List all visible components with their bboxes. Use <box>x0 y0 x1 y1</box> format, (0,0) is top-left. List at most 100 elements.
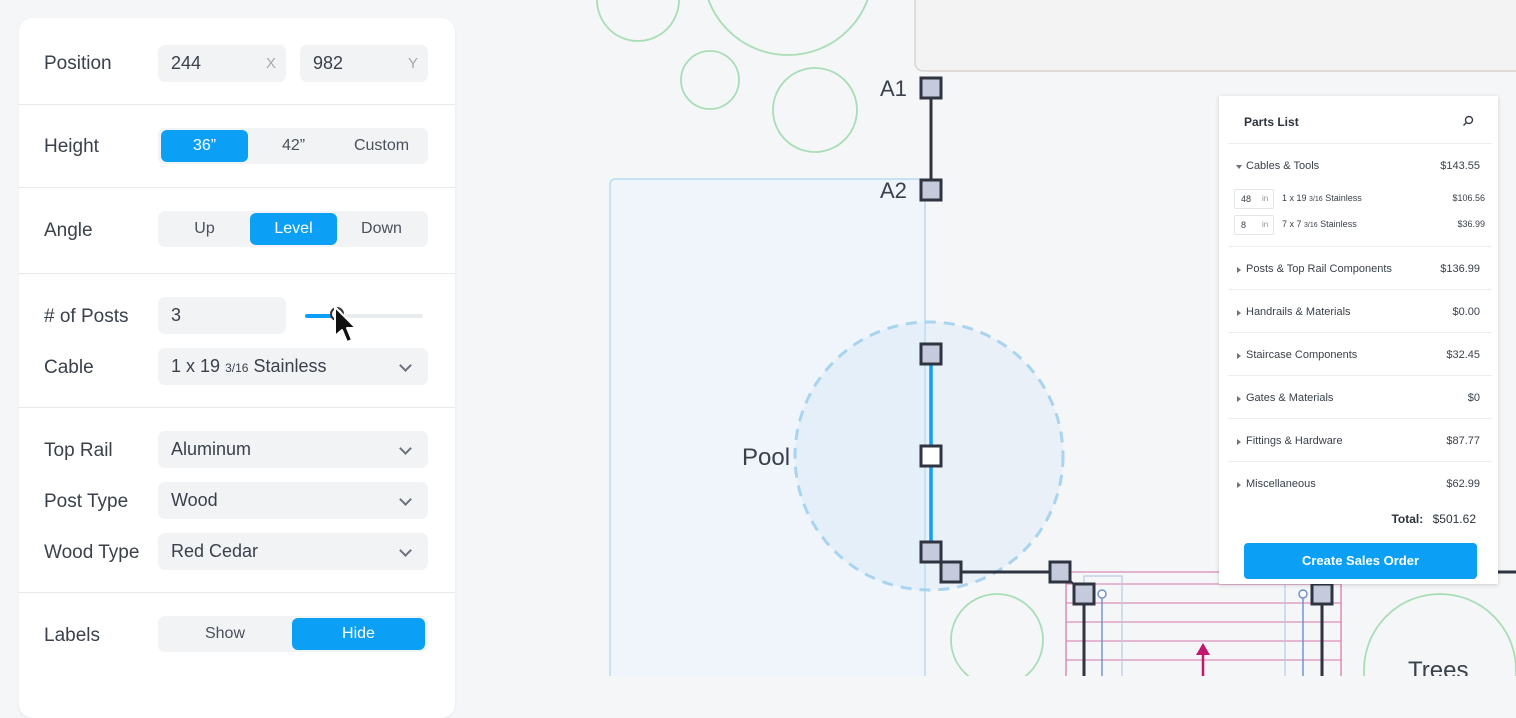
labels-option-show[interactable]: Show <box>204 625 246 642</box>
angle-option-down[interactable]: Down <box>361 220 402 237</box>
tree-shape <box>596 0 680 42</box>
chevron-down-icon <box>399 359 412 372</box>
parts-category-misc[interactable]: Miscellaneous $62.99 <box>1228 461 1492 498</box>
post-type-label: Post Type <box>44 491 129 512</box>
parts-category-staircase[interactable]: Staircase Components $32.45 <box>1228 332 1492 376</box>
post-handle[interactable] <box>919 76 943 100</box>
posts-count-input[interactable]: 3 <box>158 297 286 334</box>
position-y-value: 982 <box>313 53 344 73</box>
angle-option-up[interactable]: Up <box>194 220 215 237</box>
position-label: Position <box>44 53 112 74</box>
position-x-input[interactable]: 244 X <box>158 45 286 82</box>
posts-slider-fill <box>305 314 337 318</box>
category-price: $143.55 <box>1440 160 1480 172</box>
top-rail-select[interactable]: Aluminum <box>158 431 428 468</box>
category-price: $62.99 <box>1446 478 1480 490</box>
x-axis-label: X <box>265 55 276 72</box>
search-icon[interactable] <box>1462 115 1474 127</box>
parts-category-posts-top-rail[interactable]: Posts & Top Rail Components $136.99 <box>1228 246 1492 290</box>
expand-caret-icon <box>1237 439 1241 445</box>
expand-caret-icon <box>1237 267 1241 273</box>
total-value: $501.62 <box>1432 512 1476 526</box>
height-section: Height 36” 42” Custom <box>19 105 455 188</box>
cable-value-frac: 3/16 <box>225 361 249 375</box>
cable-select[interactable]: 1 x 19 3/16 Stainless <box>158 348 428 385</box>
stair-direction-arrow <box>1196 643 1210 676</box>
expand-caret-icon <box>1237 353 1241 359</box>
category-name: Fittings & Hardware <box>1246 435 1343 447</box>
post-handle[interactable] <box>1072 582 1096 606</box>
parts-total: Total: $501.62 <box>1391 512 1476 526</box>
pool-label: Pool <box>742 444 790 471</box>
parts-category-gates[interactable]: Gates & Materials $0 <box>1228 375 1492 419</box>
post-type-select[interactable]: Wood <box>158 482 428 519</box>
height-option-42[interactable]: 42” <box>281 137 306 154</box>
materials-section: Top Rail Aluminum Post Type Wood Wood Ty… <box>19 408 455 593</box>
angle-option-level[interactable]: Level <box>250 213 337 245</box>
parts-list-panel: Parts List Cables & Tools $143.55 48 in … <box>1219 96 1498 584</box>
create-sales-order-button[interactable]: Create Sales Order <box>1244 543 1477 579</box>
parts-list-scroll[interactable]: Parts List Cables & Tools $143.55 48 in … <box>1228 100 1492 498</box>
position-x-value: 244 <box>171 53 202 73</box>
category-price: $0.00 <box>1452 306 1480 318</box>
expand-caret-icon <box>1236 165 1242 169</box>
height-option-custom[interactable]: Custom <box>353 137 410 154</box>
height-option-36[interactable]: 36” <box>161 130 248 162</box>
cable-item-price: $106.56 <box>1452 193 1485 203</box>
expand-caret-icon <box>1237 310 1241 316</box>
chevron-down-icon <box>399 544 412 557</box>
parts-list-title: Parts List <box>1244 115 1299 129</box>
total-label: Total: <box>1391 512 1424 526</box>
trees-label: Trees <box>1408 657 1468 676</box>
post-handle[interactable] <box>1048 560 1072 584</box>
post-handle[interactable] <box>919 178 943 202</box>
top-rail-label: Top Rail <box>44 440 113 461</box>
angle-segmented-control: Up Level Down <box>158 211 428 247</box>
stair-handrail-end <box>1097 589 1107 599</box>
position-y-input[interactable]: 982 Y <box>300 45 428 82</box>
post-handle[interactable] <box>919 540 943 564</box>
qty-unit: in <box>1262 220 1269 229</box>
post-handle[interactable] <box>919 342 943 366</box>
height-label: Height <box>44 136 99 157</box>
tree-shape <box>772 67 858 153</box>
labels-option-hide[interactable]: Hide <box>292 618 425 650</box>
category-name: Cables & Tools <box>1246 160 1320 172</box>
point-label-a1: A1 <box>880 76 907 101</box>
posts-cable-section: # of Posts 3 Cable 1 x 19 3/16 Stainless <box>19 274 455 408</box>
parts-category-fittings[interactable]: Fittings & Hardware $87.77 <box>1228 418 1492 462</box>
cable-item-qty-input[interactable]: 48 in <box>1234 189 1274 209</box>
post-handle[interactable] <box>939 560 963 584</box>
category-price: $87.77 <box>1446 435 1480 447</box>
posts-label: # of Posts <box>44 306 129 327</box>
cable-item-qty-input[interactable]: 8 in <box>1234 215 1274 235</box>
qty-unit: in <box>1262 194 1269 203</box>
category-name: Handrails & Materials <box>1246 306 1351 318</box>
parts-category-handrails[interactable]: Handrails & Materials $0.00 <box>1228 289 1492 333</box>
post-handle[interactable] <box>1310 582 1334 606</box>
wood-type-value: Red Cedar <box>171 541 259 561</box>
cable-item-price: $36.99 <box>1457 219 1485 229</box>
cable-item-name: 1 x 19 3/16 Stainless <box>1282 193 1362 203</box>
category-name: Staircase Components <box>1246 349 1358 361</box>
expand-caret-icon <box>1237 396 1241 402</box>
posts-slider[interactable] <box>305 307 423 321</box>
design-canvas[interactable]: Pool A1 A2 Trees <box>0 0 1516 676</box>
wood-type-select[interactable]: Red Cedar <box>158 533 428 570</box>
mouse-cursor <box>334 306 357 343</box>
position-section: Position 244 X 982 Y <box>19 18 455 105</box>
top-rail-value: Aluminum <box>171 439 252 459</box>
cable-value-rest: Stainless <box>253 356 327 376</box>
post-type-value: Wood <box>171 490 218 510</box>
building-outline <box>914 0 1516 72</box>
category-name: Gates & Materials <box>1246 392 1334 404</box>
parts-category-cables-tools[interactable]: Cables & Tools $143.55 <box>1228 143 1492 187</box>
post-handle-intermediate[interactable] <box>919 444 943 468</box>
angle-section: Angle Up Level Down <box>19 188 455 274</box>
category-price: $0 <box>1467 392 1480 404</box>
qty-value: 48 <box>1241 194 1252 204</box>
labels-label: Labels <box>44 625 100 646</box>
cable-item-row: 48 in 1 x 19 3/16 Stainless $106.56 <box>1234 189 1492 209</box>
point-label-a2: A2 <box>880 178 907 203</box>
pool-area[interactable] <box>609 178 926 676</box>
